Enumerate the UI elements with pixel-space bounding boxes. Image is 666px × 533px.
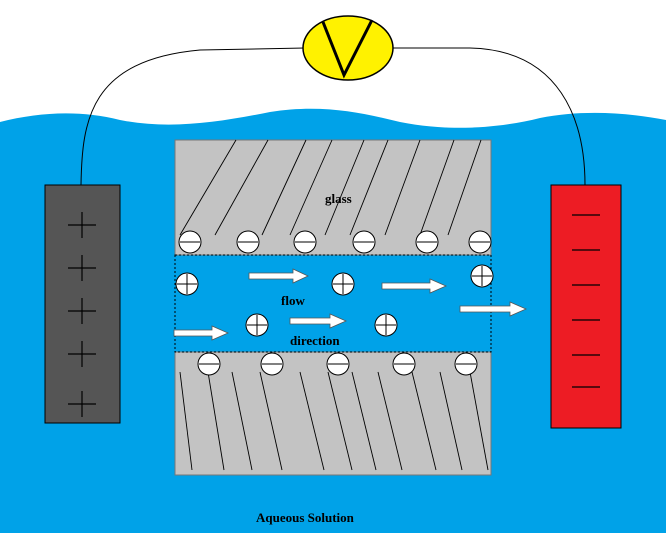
- right-wire: [392, 47, 586, 186]
- aqueous-solution-label: Aqueous Solution: [256, 510, 354, 525]
- lower-glass-hatching: [179, 371, 489, 471]
- minus-sign-icon: [572, 214, 600, 388]
- negative-electrode: [550, 184, 622, 429]
- upper-glass-hatching: [179, 139, 482, 236]
- plus-sign-icon: [68, 212, 96, 417]
- cation-icon: [175, 264, 494, 337]
- left-wire: [80, 47, 306, 186]
- voltmeter-icon: [302, 15, 394, 81]
- direction-label: direction: [290, 333, 340, 348]
- upper-glass-wall: [174, 139, 492, 256]
- flow-arrow-icon: [173, 268, 527, 341]
- channel-boundary: [174, 254, 492, 353]
- glass-label: glass: [325, 191, 352, 206]
- anion-icon: [197, 352, 478, 376]
- anion-icon: [178, 230, 492, 254]
- flow-label: flow: [281, 293, 305, 308]
